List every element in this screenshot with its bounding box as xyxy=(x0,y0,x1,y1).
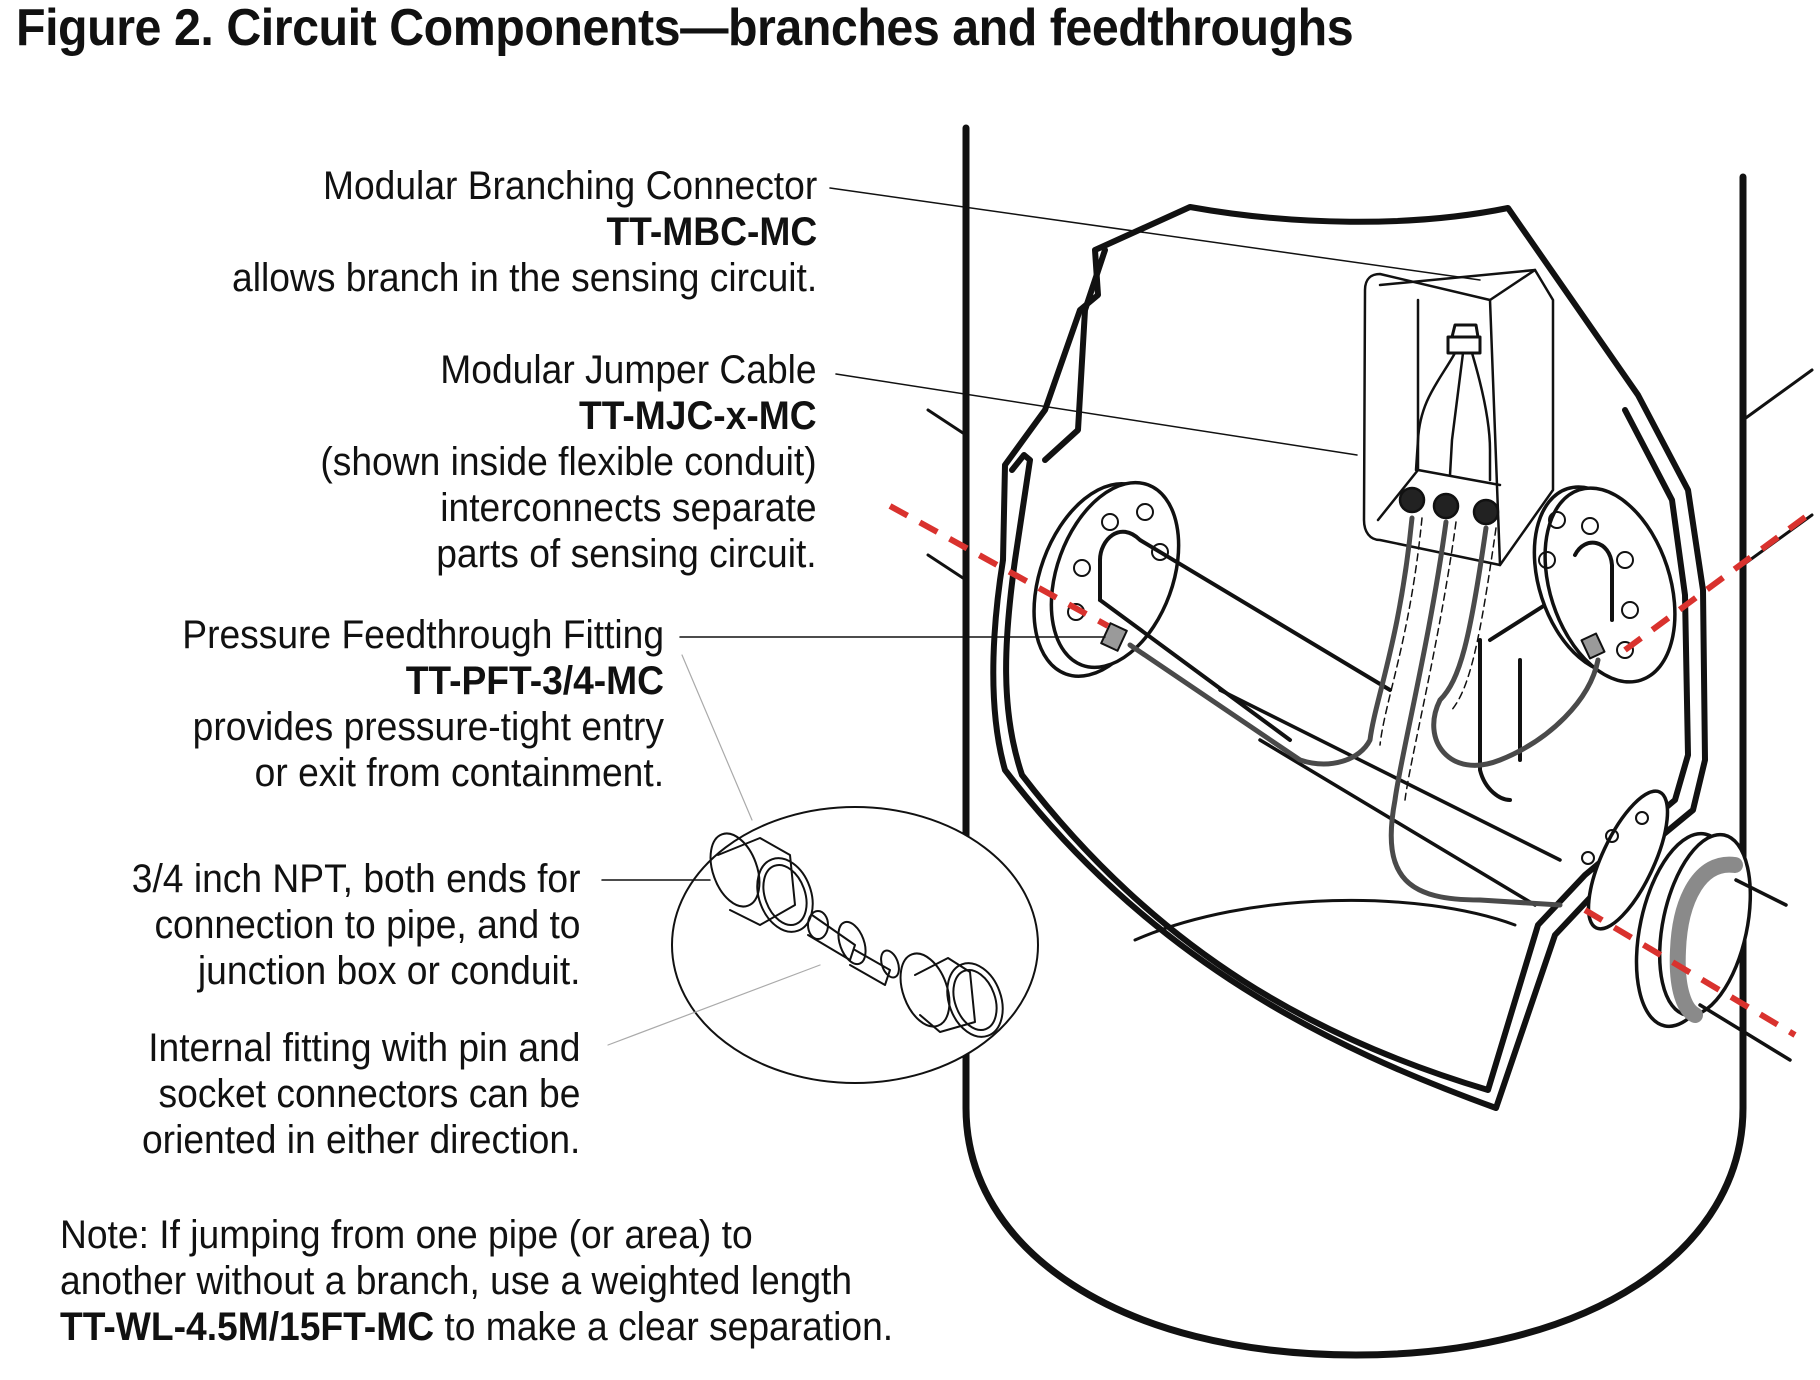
pin-socket-insert xyxy=(807,910,900,986)
note-suffix: to make a clear separation. xyxy=(434,1305,894,1349)
npt-nipple-right xyxy=(899,952,1004,1038)
part-number: TT-WL-4.5M/15FT-MC xyxy=(60,1305,435,1349)
callout-line: Internal fitting with pin and xyxy=(147,1026,580,1070)
jumper-cables xyxy=(1127,515,1601,908)
part-number: TT-MBC-MC xyxy=(606,210,817,254)
leader-jumper-cable xyxy=(835,373,1358,456)
callout-internal-fitting: Internal fitting with pin and socket con… xyxy=(142,1025,580,1163)
fitting-detail-bubble xyxy=(671,806,1039,1084)
npt-nipple-left xyxy=(709,832,814,933)
junction-box xyxy=(1362,268,1555,567)
callout-line: junction box or conduit. xyxy=(197,949,580,993)
flange-bolts xyxy=(1067,503,1649,865)
leader-detail-bubble xyxy=(681,654,753,821)
part-number: TT-MJC-x-MC xyxy=(579,394,817,438)
figure-title: Figure 2. Circuit Components—branches an… xyxy=(16,0,1354,57)
callout-name: Pressure Feedthrough Fitting xyxy=(182,613,664,657)
leader-lines xyxy=(601,187,1481,881)
callout-line: 3/4 inch NPT, both ends for xyxy=(131,857,580,901)
containment-boundary-lines xyxy=(888,503,1814,1038)
note-line: TT-WL-4.5M/15FT-MC to make a clear separ… xyxy=(60,1304,893,1350)
leader-branching-connector xyxy=(829,187,1481,281)
callout-feedthrough-fitting: Pressure Feedthrough Fitting TT-PFT-3/4-… xyxy=(182,612,664,796)
callout-description: interconnects separate xyxy=(440,486,817,530)
callout-line: connection to pipe, and to xyxy=(153,903,581,947)
callout-line: oriented in either direction. xyxy=(141,1118,580,1162)
callout-description: allows branch in the sensing circuit. xyxy=(231,256,817,300)
note-line: another without a branch, use a weighted… xyxy=(60,1259,853,1303)
callout-jumper-cable: Modular Jumper Cable TT-MJC-x-MC (shown … xyxy=(321,347,817,577)
pipe-seal xyxy=(1669,856,1743,1023)
piping xyxy=(1032,480,1792,1062)
feedthrough-fittings xyxy=(1100,622,1606,660)
note-line: Note: If jumping from one pipe (or area)… xyxy=(60,1213,753,1257)
callout-npt-ends: 3/4 inch NPT, both ends for connection t… xyxy=(131,856,580,994)
callout-description: (shown inside flexible conduit) xyxy=(320,440,817,484)
callout-description: or exit from containment. xyxy=(254,751,664,795)
callout-branching-connector: Modular Branching Connector TT-MBC-MC al… xyxy=(232,163,817,301)
callout-line: socket connectors can be xyxy=(158,1072,580,1116)
callout-description: provides pressure-tight entry xyxy=(192,705,664,749)
note-text: Note: If jumping from one pipe (or area)… xyxy=(60,1212,893,1350)
callout-name: Modular Jumper Cable xyxy=(440,348,817,392)
part-number: TT-PFT-3/4-MC xyxy=(405,659,664,703)
branching-connector xyxy=(1446,335,1482,355)
leader-internal-fitting xyxy=(607,964,821,1046)
callout-name: Modular Branching Connector xyxy=(322,164,817,208)
callout-description: parts of sensing circuit. xyxy=(436,532,817,576)
